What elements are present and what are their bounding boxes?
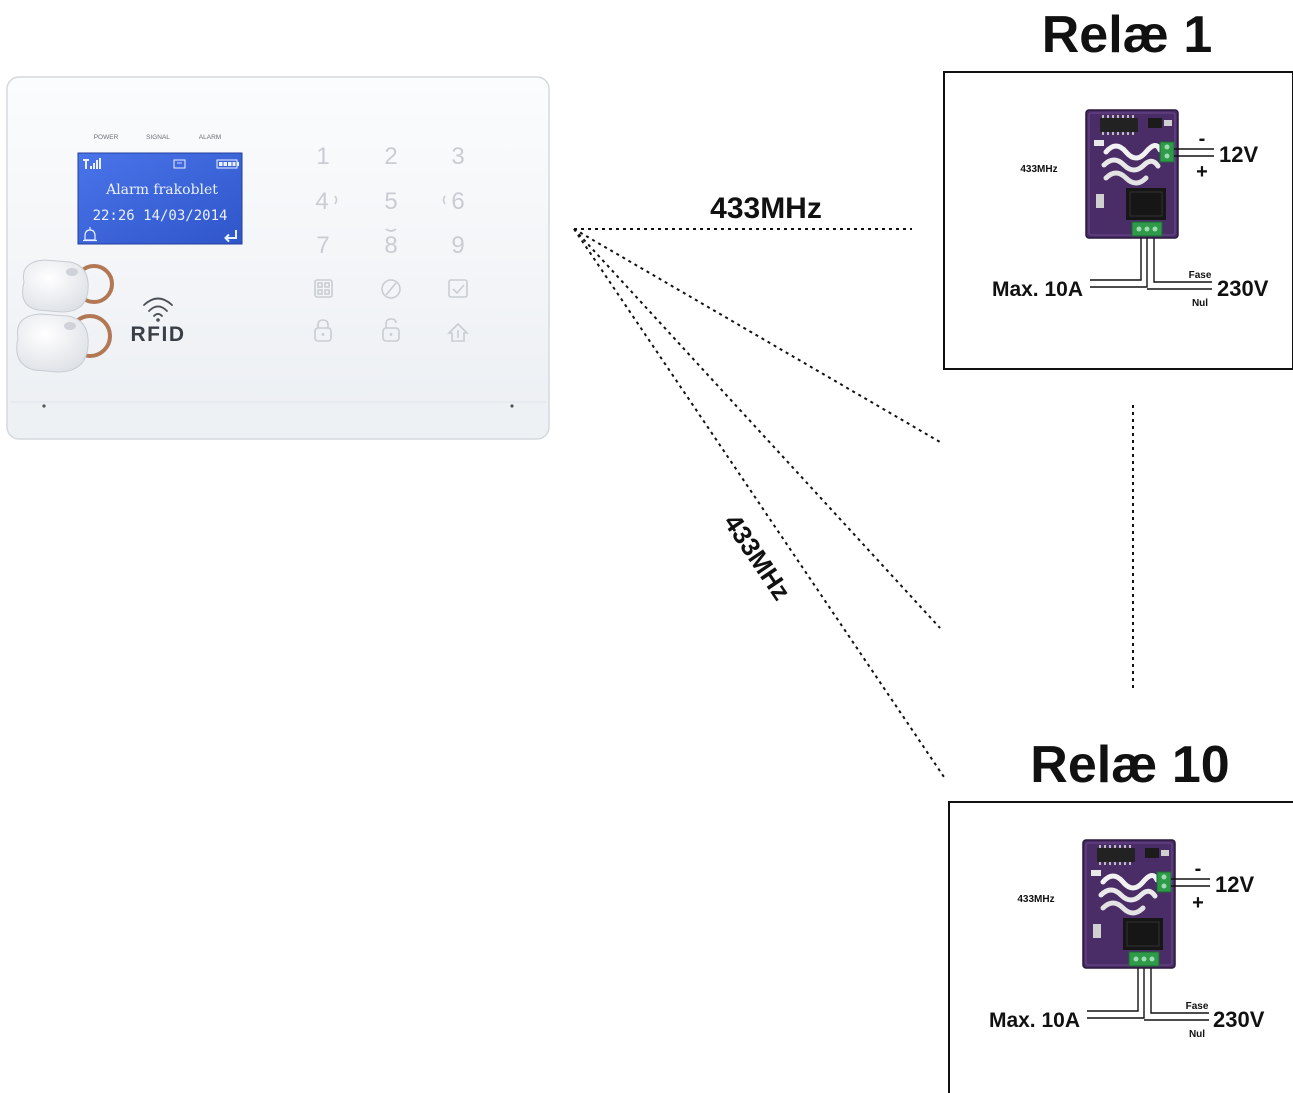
key-5[interactable]: 5 xyxy=(384,188,397,215)
relay-1-max-current: Max. 10A xyxy=(992,278,1083,301)
relay-1-supply-wires xyxy=(1174,148,1214,157)
link-line-relay-10 xyxy=(573,228,947,781)
power-indicator-label: POWER xyxy=(94,134,119,141)
panel-body xyxy=(6,76,550,440)
relay-10-supply-voltage: 12V xyxy=(1215,872,1254,897)
svg-text:1: 1 xyxy=(316,143,329,170)
key-4-speaker-icon xyxy=(334,195,338,205)
relay-10-max-current: Max. 10A xyxy=(989,1009,1080,1032)
relay-1-mains-voltage: 230V xyxy=(1217,276,1269,301)
key-hash-confirm[interactable] xyxy=(448,279,468,298)
key-8-tone-icon xyxy=(385,228,397,232)
svg-text:5: 5 xyxy=(384,188,397,215)
signal-strength-icon xyxy=(83,158,101,169)
relay-1-neutral-label: Nul xyxy=(1192,298,1208,309)
relay-1-load-wires xyxy=(1090,238,1212,290)
relay-10-mains-voltage: 230V xyxy=(1213,1007,1265,1032)
svg-text:3: 3 xyxy=(451,143,464,170)
key-9[interactable]: 9 xyxy=(451,232,464,259)
relay-10-phase-label: Fase xyxy=(1186,1001,1209,1012)
signal-indicator-label: SIGNAL xyxy=(146,134,170,141)
relay-10-load-wires xyxy=(1087,968,1209,1021)
lcd-status-text: Alarm frakoblet xyxy=(105,182,218,198)
key-0-cancel[interactable] xyxy=(381,279,401,299)
key-6-speaker-icon xyxy=(442,195,446,205)
key-7[interactable]: 7 xyxy=(316,232,329,259)
relay-10-title: Relæ 10 xyxy=(1030,736,1229,794)
panel-screw-left xyxy=(42,404,46,408)
key-6[interactable]: 6 xyxy=(442,188,465,215)
svg-text:6: 6 xyxy=(451,188,464,215)
relay-10-neutral-label: Nul xyxy=(1189,1029,1205,1040)
svg-text:7: 7 xyxy=(316,232,329,259)
relay-1-supply-voltage: 12V xyxy=(1219,142,1258,167)
lcd-clock-text: 22:26 14/03/2014 xyxy=(93,208,228,224)
relay-1-title: Relæ 1 xyxy=(1042,6,1213,64)
relay-1: Relæ 1 433MHz - + 12V Max. 10A Fase Nul … xyxy=(943,6,1293,370)
link-line-2 xyxy=(573,228,941,443)
alarm-indicator-label: ALARM xyxy=(199,134,221,141)
keypad: 1 2 3 4 5 6 7 8 xyxy=(314,143,469,342)
panel-screw-right xyxy=(510,404,514,408)
relay-10-module-image xyxy=(1083,840,1175,968)
key-1[interactable]: 1 xyxy=(316,143,329,170)
battery-icon xyxy=(216,159,239,169)
relay-10-supply-plus: + xyxy=(1192,892,1204,914)
key-4[interactable]: 4 xyxy=(315,188,338,215)
wireless-links xyxy=(573,228,1134,781)
key-3[interactable]: 3 xyxy=(451,143,464,170)
svg-text:8: 8 xyxy=(384,232,397,259)
relay-1-supply-plus: + xyxy=(1196,161,1208,183)
relay-1-phase-label: Fase xyxy=(1189,270,1212,281)
wireless-rfid-icon xyxy=(143,297,173,322)
diagonal-frequency-label: 433MHz xyxy=(718,508,797,605)
disarm-unlock-icon[interactable] xyxy=(382,318,400,342)
key-2[interactable]: 2 xyxy=(384,143,397,170)
enter-icon xyxy=(224,230,237,243)
rfid-tag-top xyxy=(22,259,114,313)
top-frequency-label: 433MHz xyxy=(710,192,822,225)
relay-1-module-image xyxy=(1086,110,1178,238)
svg-text:4: 4 xyxy=(315,188,328,215)
svg-text:2: 2 xyxy=(384,143,397,170)
panel-base xyxy=(9,400,547,437)
alarm-panel: POWER SIGNAL ALARM xyxy=(6,76,550,440)
relay-10-module-frequency: 433MHz xyxy=(1017,894,1054,905)
arm-lock-icon[interactable] xyxy=(314,319,332,342)
rfid-tag-bottom xyxy=(16,313,112,373)
key-8[interactable]: 8 xyxy=(384,228,398,259)
sms-icon xyxy=(173,159,186,169)
relay-1-supply-minus: - xyxy=(1199,128,1206,150)
lcd-display: Alarm frakoblet 22:26 14/03/2014 xyxy=(77,152,243,245)
relay-1-module-frequency: 433MHz xyxy=(1020,164,1057,175)
key-star-menu[interactable] xyxy=(314,279,333,298)
home-arm-icon[interactable] xyxy=(447,322,469,342)
relay-10: Relæ 10 433MHz - + 12V Max. 10A Fase Nul… xyxy=(948,736,1293,1093)
relay-10-supply-minus: - xyxy=(1195,858,1202,880)
rfid-label: RFID xyxy=(131,323,186,346)
bell-icon xyxy=(83,227,97,242)
relay-10-supply-wires xyxy=(1171,878,1210,887)
svg-text:9: 9 xyxy=(451,232,464,259)
